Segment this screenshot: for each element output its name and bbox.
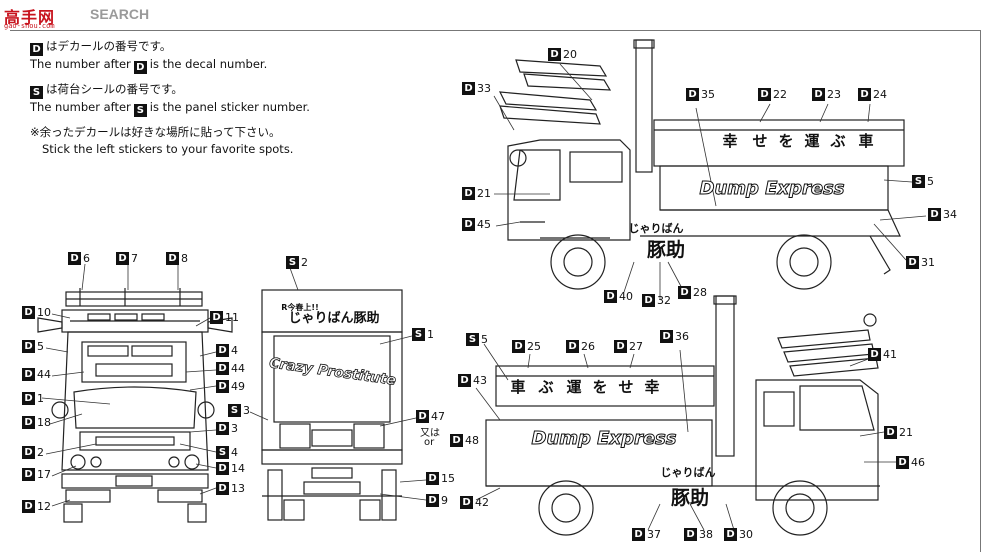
panel-char: 運 (566, 378, 582, 396)
watermark-logo: 高手网 (4, 8, 56, 27)
dump-express-left: Dump Express (532, 428, 677, 449)
panel-char: ぶ (829, 132, 845, 150)
watermark-sub: gao-shou.com (4, 22, 55, 30)
rear-center-title: Crazy Prostitute (268, 355, 397, 389)
note-left-jp: ※余ったデカールは好きな場所に貼って下さい。 (30, 125, 281, 139)
panel-char: 車 (510, 378, 525, 396)
leader-lines (41, 63, 927, 531)
connector-jp: 又は (420, 428, 440, 439)
jariban-left: じゃりばん (661, 465, 716, 479)
side-view-right-truck (498, 39, 905, 290)
panel-char: 幸 (644, 378, 659, 396)
rear-top-title: じゃりばん豚助 (288, 310, 379, 326)
frame-top (10, 30, 980, 31)
panel-char: 幸 (722, 132, 737, 150)
panel-char: 運 (804, 132, 820, 150)
rear-top-small: R今春上!! (281, 302, 318, 312)
note-left-en: Stick the left stickers to your favorite… (42, 142, 294, 156)
jariban-right: じゃりばん (629, 221, 684, 235)
panel-char: 車 (858, 132, 873, 150)
panel-char: せ (618, 378, 633, 396)
panel-char: せ (752, 132, 767, 150)
butasuke-right: 豚助 (647, 238, 685, 261)
connector-en: or (424, 437, 435, 448)
panel-char: ぶ (537, 378, 553, 396)
dump-express-right: Dump Express (700, 178, 845, 199)
panel-char: を (592, 378, 607, 396)
board-texts: 幸 せ を 運 ぶ 車 車 ぶ 運 を せ 幸 Dump Express Dum… (268, 132, 874, 509)
watermark: 高手网 SEARCH gao-shou.com (0, 0, 160, 30)
front-view-truck (37, 288, 233, 523)
rear-view-truck (261, 289, 403, 521)
side-view-left-truck (485, 295, 880, 536)
butasuke-left: 豚助 (671, 486, 709, 509)
watermark-search: SEARCH (90, 6, 150, 22)
panel-char: を (778, 132, 793, 150)
frame-right (980, 30, 981, 552)
